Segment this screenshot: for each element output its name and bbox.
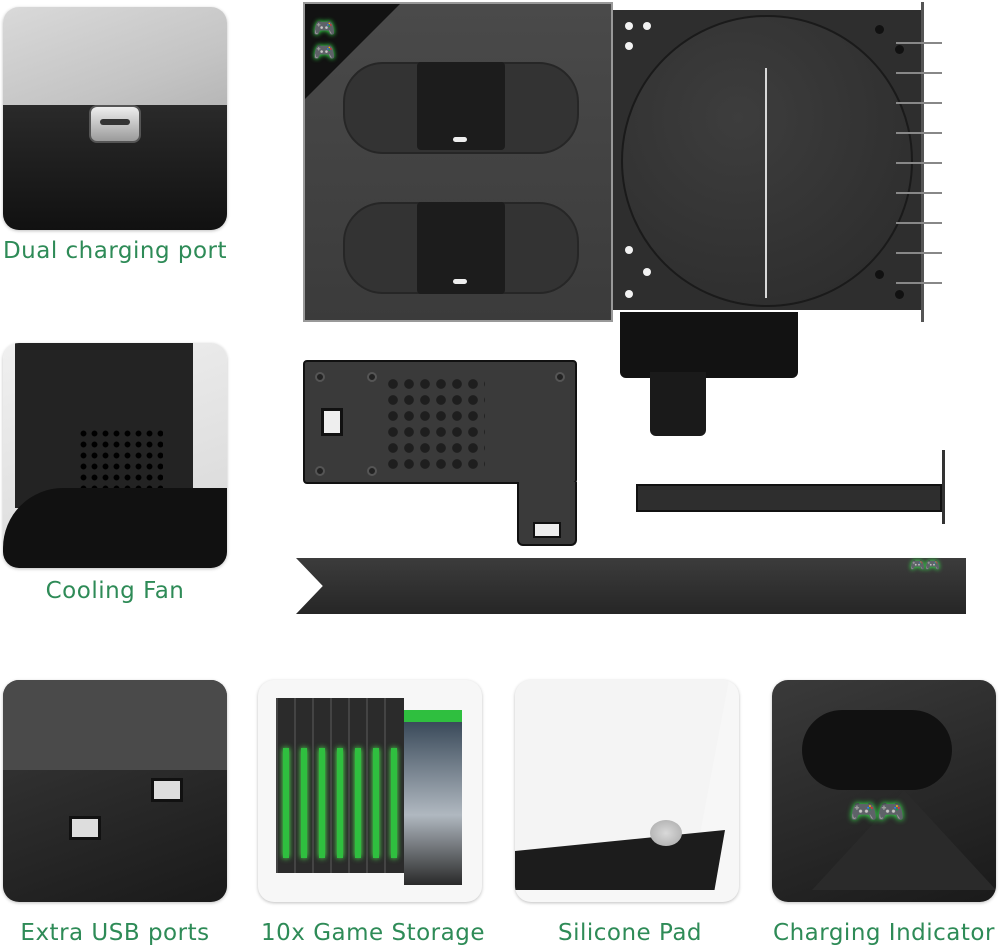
- extra-usb-ports-photo: [3, 680, 227, 902]
- caption-cooling-fan: Cooling Fan: [45, 578, 185, 604]
- vent-hole: [895, 45, 904, 54]
- fan-base: [3, 488, 227, 568]
- screw: [315, 372, 325, 382]
- usb-fan-module: [303, 360, 577, 484]
- game-storage-photo: [258, 680, 482, 902]
- charger-contact-2: [417, 202, 505, 294]
- controller-icon-2: 🎮: [313, 42, 336, 63]
- center-line: [765, 68, 767, 298]
- stand-clip: [620, 312, 798, 378]
- cooling-fan-photo: [3, 343, 227, 568]
- usb-a-port-icon: [69, 816, 101, 840]
- caption-charging-indicator: Charging Indicator: [773, 920, 995, 946]
- console-stand-base: [613, 10, 921, 310]
- support-bar: [636, 484, 942, 512]
- screw: [555, 372, 565, 382]
- controller-icon: 🎮🎮: [850, 800, 905, 825]
- console-circle-pad: [621, 15, 913, 307]
- caption-game-storage: 10x Game Storage: [261, 920, 485, 946]
- charging-indicator-photo: 🎮🎮: [772, 680, 996, 902]
- stand-side-rail: [896, 2, 972, 322]
- vent-dot: [625, 246, 633, 254]
- vent-dot: [625, 290, 633, 298]
- charger-contact-1: [417, 62, 505, 150]
- controller-charging-panel: 🎮 🎮: [303, 2, 613, 322]
- vent-hole: [875, 25, 884, 34]
- screw: [315, 466, 325, 476]
- fan-grill: [385, 376, 485, 474]
- dual-charging-port-photo: [3, 7, 227, 230]
- vent-dot: [625, 42, 633, 50]
- support-bar-end: [942, 450, 953, 524]
- silicone-foot: [650, 820, 682, 846]
- controller-icon: 🎮: [313, 18, 336, 39]
- vent-dot: [643, 22, 651, 30]
- usb-c-port-icon: [453, 279, 467, 284]
- controller-icon: 🎮🎮: [910, 558, 940, 572]
- caption-silicone-pad: Silicone Pad: [557, 920, 703, 946]
- stand-base-plate: [296, 558, 966, 614]
- screw: [367, 372, 377, 382]
- usb-panel-top: [3, 680, 227, 770]
- vent-dot: [625, 22, 633, 30]
- usb-c-port-icon: [453, 137, 467, 142]
- stand-clip-foot: [650, 372, 706, 436]
- game-cover: [404, 710, 462, 885]
- vent-dot: [643, 268, 651, 276]
- usb-fan-module-tab: [517, 482, 577, 546]
- usb-a-port-icon: [533, 522, 561, 538]
- port-inner-slot: [100, 119, 130, 125]
- silicone-pad-photo: [515, 680, 739, 902]
- vent-hole: [895, 290, 904, 299]
- usb-a-port-icon: [321, 408, 343, 436]
- vent-hole: [875, 270, 884, 279]
- usb-a-port-icon: [151, 778, 183, 802]
- cradle-shape: [802, 710, 952, 790]
- caption-extra-usb-ports: Extra USB ports: [20, 920, 210, 946]
- fan-vent-grid: [78, 428, 163, 498]
- caption-dual-charging-port: Dual charging port: [2, 238, 228, 264]
- screw: [367, 466, 377, 476]
